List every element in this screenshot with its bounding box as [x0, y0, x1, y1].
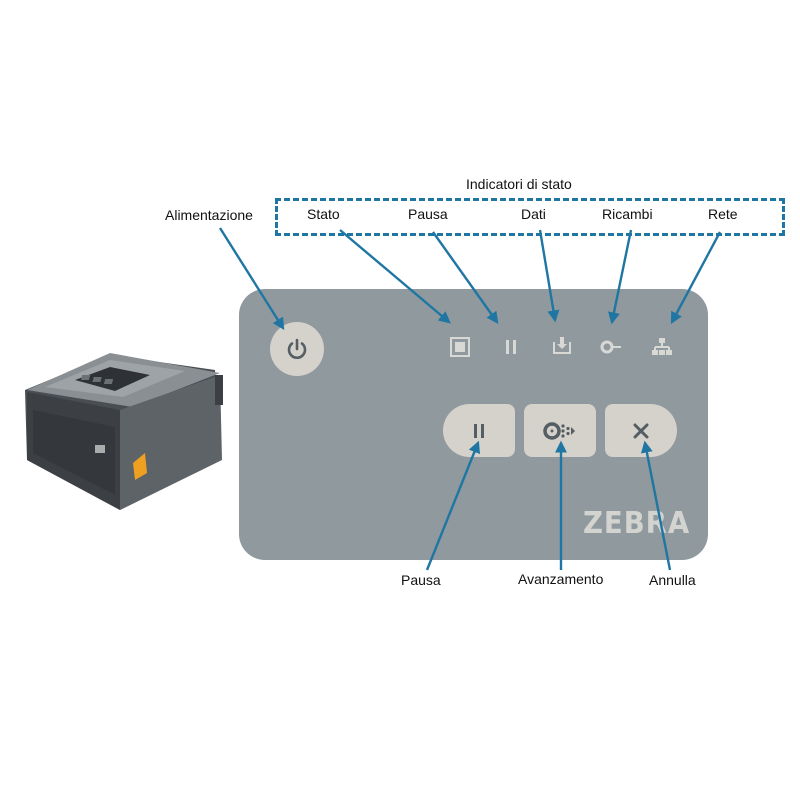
arrow-pause-led — [432, 231, 499, 324]
network-tree-icon — [652, 338, 672, 355]
arrow-data — [538, 229, 560, 323]
arrow-power — [218, 227, 285, 331]
arrow-status — [339, 229, 451, 324]
arrow-supplies — [608, 229, 633, 325]
x-icon — [633, 423, 649, 438]
printer-illustration — [25, 353, 223, 510]
pause-icon — [506, 340, 516, 354]
status-indicators-title: Indicatori di stato — [466, 176, 572, 192]
cancel-label: Annulla — [649, 572, 696, 588]
supplies-label: Ricambi — [602, 206, 653, 222]
data-label: Dati — [521, 206, 546, 222]
status-indicators-box — [275, 198, 785, 236]
pause-icon — [474, 423, 484, 438]
power-icon — [287, 338, 307, 359]
arrow-pause-button — [425, 440, 480, 571]
power-label: Alimentazione — [165, 207, 253, 223]
status-square-icon — [450, 337, 470, 357]
pause-led-label: Pausa — [408, 206, 448, 222]
data-tray-icon — [553, 337, 571, 354]
status-label: Stato — [307, 206, 340, 222]
network-label: Rete — [708, 206, 738, 222]
power-button[interactable] — [270, 322, 324, 376]
pause-button-label: Pausa — [401, 572, 441, 588]
feed-label: Avanzamento — [518, 571, 604, 587]
arrow-network — [670, 231, 722, 325]
arrow-cancel — [640, 440, 672, 571]
feed-roll-icon — [543, 421, 575, 440]
brand-logo: ZEBRA — [583, 506, 691, 541]
ribbon-key-icon — [600, 340, 621, 354]
